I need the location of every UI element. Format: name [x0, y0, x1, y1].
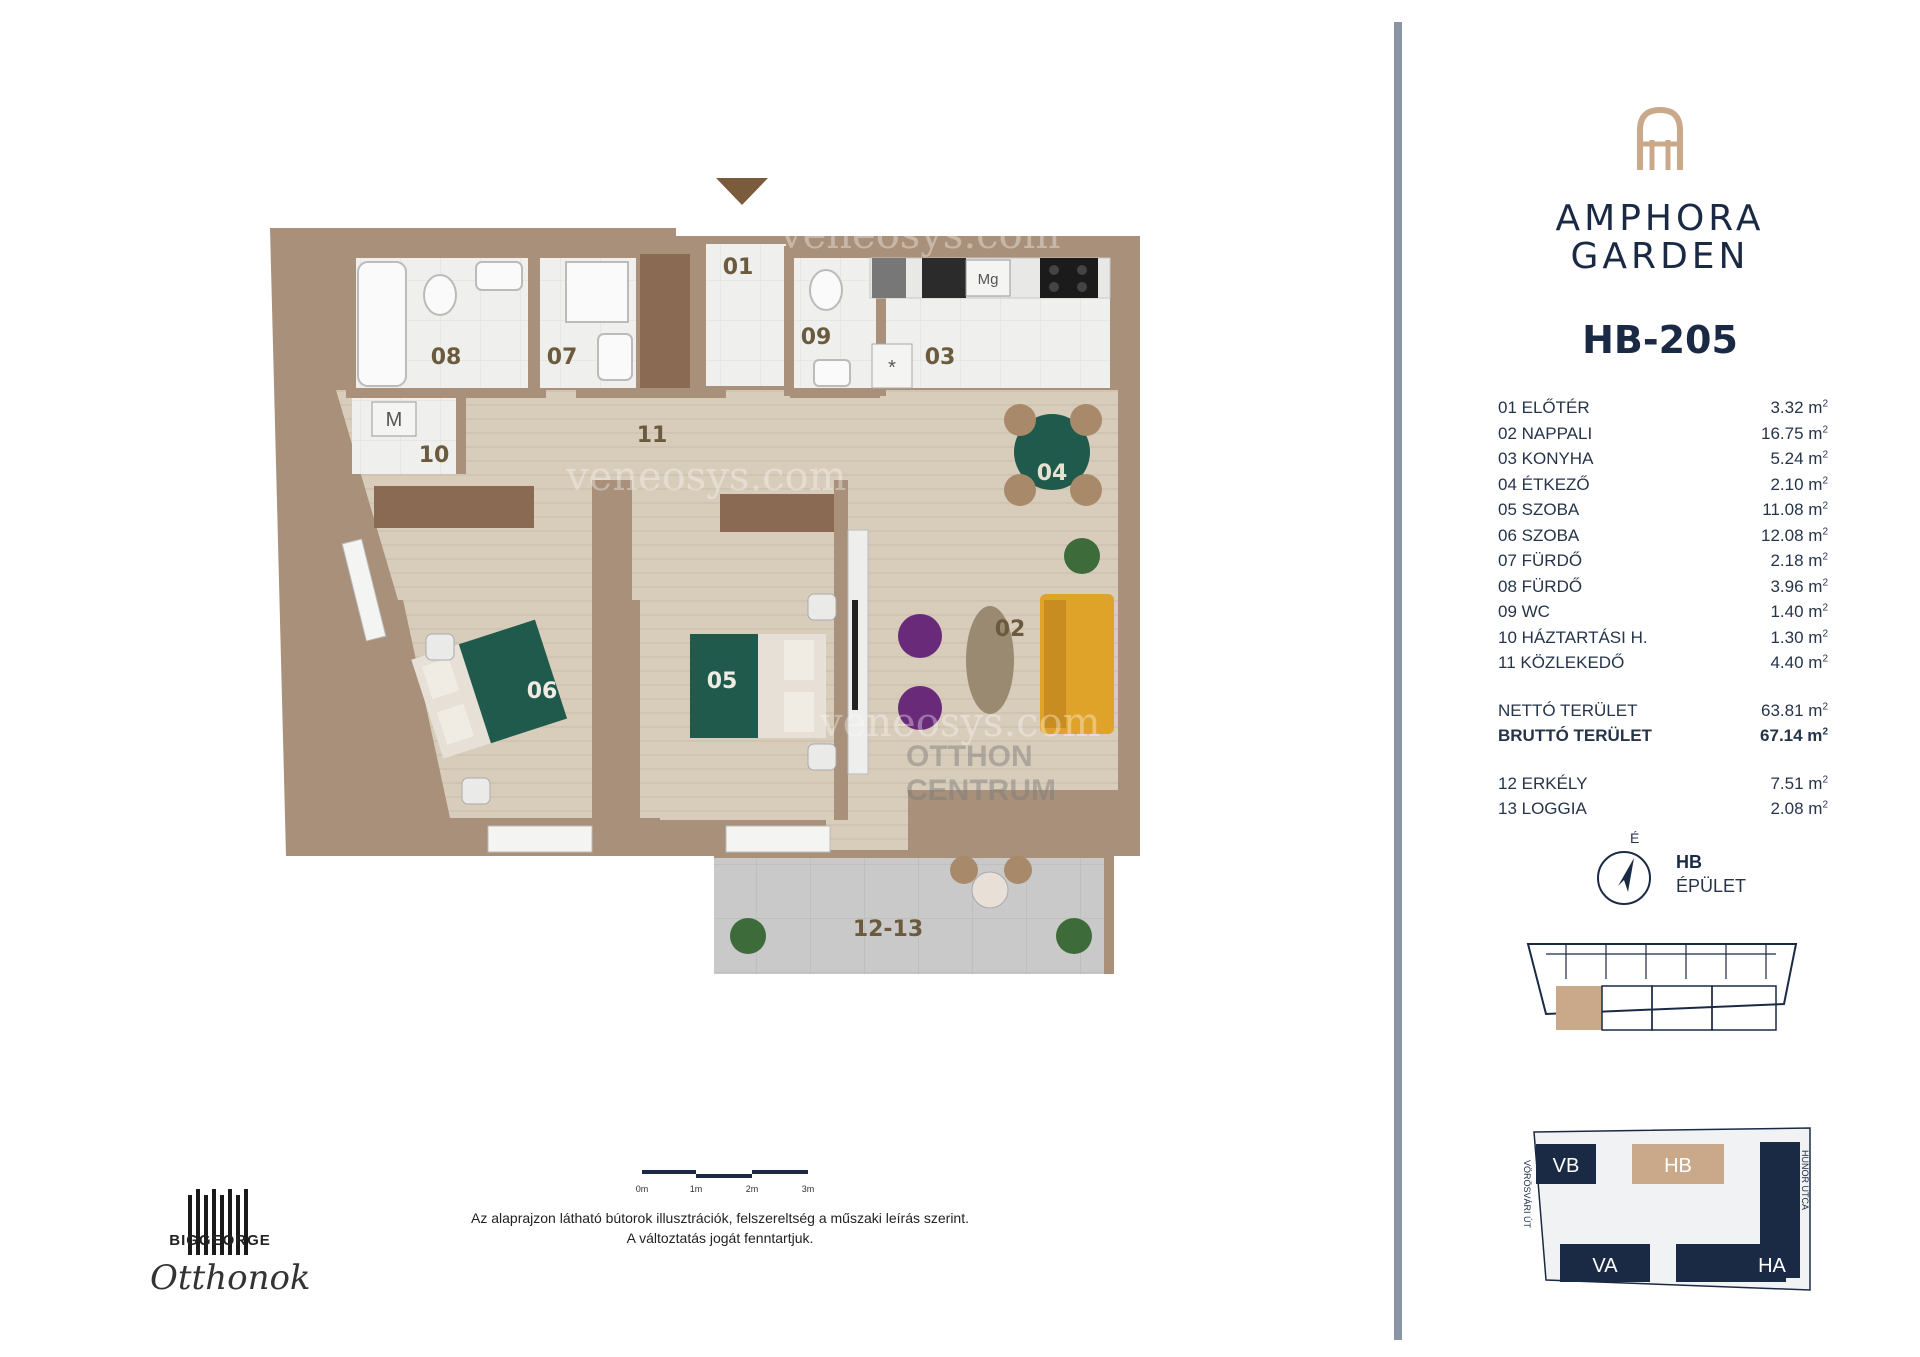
window	[725, 825, 831, 853]
biggeorge-logo-icon	[188, 1189, 248, 1255]
site-label-va: VA	[1592, 1255, 1618, 1277]
entrance-arrow-icon	[716, 178, 768, 205]
north-label: É	[1630, 830, 1640, 846]
watermark-oc: OTTHON	[906, 740, 1033, 773]
room-label: 01	[723, 255, 754, 280]
room-label: 06	[527, 679, 558, 704]
armchair	[898, 686, 942, 730]
armchair	[898, 614, 942, 658]
washbasin	[597, 333, 633, 381]
svg-text:0m: 0m	[636, 1184, 648, 1194]
amphora-logo-icon	[1637, 106, 1683, 170]
street-right: HUNOR UTCA	[1800, 1150, 1810, 1210]
site-label-vb: VB	[1553, 1155, 1580, 1177]
svg-text:1m: 1m	[690, 1184, 703, 1194]
window	[487, 825, 593, 853]
bathtub	[357, 261, 407, 387]
plant-icon	[1064, 538, 1100, 574]
room-label: 02	[995, 617, 1026, 642]
svg-text:3m: 3m	[802, 1184, 815, 1194]
brand-line-1: AMPHORA	[1555, 198, 1765, 239]
watermark: veneosys.com	[819, 700, 1101, 746]
room-label: 11	[637, 423, 668, 448]
room-01-floor	[706, 244, 786, 386]
m-box-label: M	[386, 409, 403, 431]
balcony-table	[971, 871, 1009, 909]
room-row: 10 HÁZTARTÁSI H.1.30 m2	[1498, 627, 1828, 647]
disclaimer-line-1: Az alaprajzon látható bútorok illusztrác…	[471, 1210, 969, 1226]
washbasin	[813, 359, 851, 387]
shower	[565, 261, 629, 323]
m-box	[371, 401, 417, 437]
vertical-divider	[1394, 22, 1402, 1340]
plant-icon	[1056, 918, 1092, 954]
site-plan: VB HB VA HA VÖRÖSVÁRI ÚT HUNOR UTCA	[1522, 1127, 1811, 1291]
room-label: 03	[925, 345, 956, 370]
room-label: 12-13	[853, 917, 923, 942]
watermark: veneosys.com	[565, 454, 847, 500]
building-subtitle: ÉPÜLET	[1676, 876, 1747, 896]
site-label-hb: HB	[1664, 1155, 1692, 1177]
site-label-ha: HA	[1758, 1255, 1786, 1277]
fridge	[871, 343, 913, 389]
mg-box-label: Mg	[978, 271, 999, 288]
room-label: 08	[431, 345, 462, 370]
room-label: 04	[1037, 461, 1068, 486]
developer-name: BIGGEORGE	[169, 1232, 271, 1249]
floor-keyplan	[1526, 943, 1798, 1031]
wardrobe	[720, 494, 836, 532]
apartment-code: HB-205	[1582, 318, 1738, 362]
toilet	[423, 274, 457, 316]
bed-06	[411, 619, 568, 759]
room-label: 05	[707, 669, 738, 694]
cooktop	[1040, 258, 1098, 298]
floor-plan: 01 02 03 04 05 06 07 08 09 10 11 12-13 M…	[270, 178, 1140, 974]
coffee-table	[966, 606, 1014, 714]
scale-bar: 0m 1m 2m 3m	[636, 1170, 815, 1194]
toilet	[809, 269, 843, 311]
washbasin	[475, 261, 523, 291]
plant-icon	[730, 918, 766, 954]
balcony	[714, 856, 1110, 974]
developer-subtitle: Otthonok	[150, 1258, 311, 1298]
mg-box	[965, 259, 1011, 297]
dining-table	[1014, 414, 1090, 490]
room-label: 09	[801, 325, 832, 350]
wardrobe	[374, 486, 534, 528]
window	[341, 538, 387, 642]
svg-text:2m: 2m	[746, 1184, 759, 1194]
room-label: 10	[419, 443, 450, 468]
watermark: veneosys.com	[779, 212, 1061, 258]
compass-icon	[1597, 851, 1651, 905]
disclaimer-line-2: A változtatás jogát fenntartjuk.	[626, 1230, 814, 1246]
brand-line-2: GARDEN	[1570, 236, 1750, 277]
wardrobe	[640, 254, 690, 390]
watermark-oc: CENTRUM	[906, 774, 1056, 807]
star-label: *	[888, 357, 896, 379]
room-label: 07	[547, 345, 578, 370]
street-left: VÖRÖSVÁRI ÚT	[1522, 1160, 1532, 1229]
bed-05	[690, 634, 826, 738]
building-title: HB	[1676, 852, 1702, 872]
